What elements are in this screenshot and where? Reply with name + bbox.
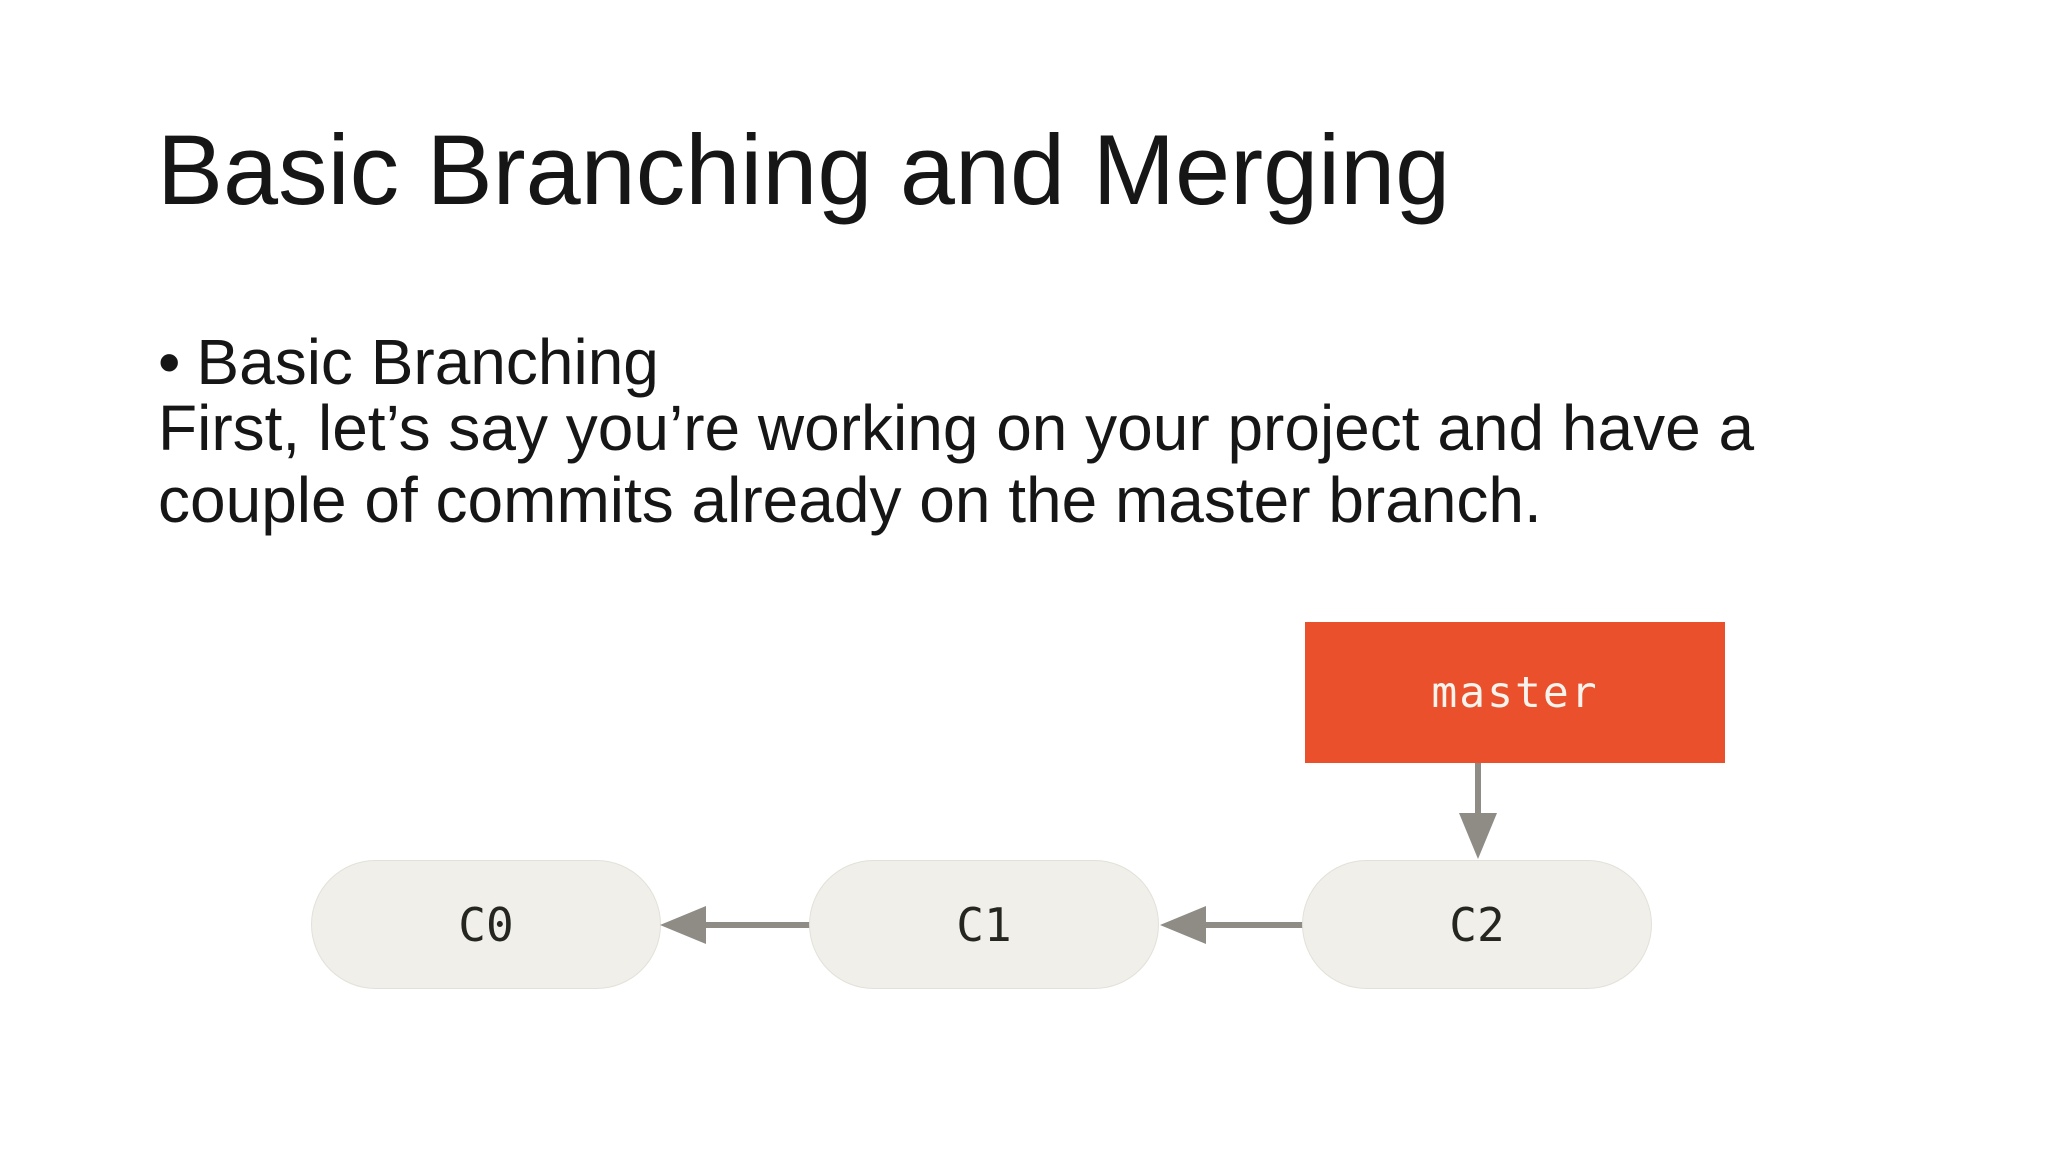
- arrow-c1-to-c0-line: [702, 922, 812, 928]
- body-paragraph: First, let’s say you’re working on your …: [158, 392, 1754, 536]
- arrow-master-to-c2-line: [1475, 763, 1481, 815]
- branch-label-box: master: [1305, 622, 1725, 763]
- bullet-label: Basic Branching: [196, 326, 659, 398]
- paragraph-line-2: couple of commits already on the master …: [158, 464, 1542, 536]
- branch-label: master: [1431, 667, 1599, 718]
- bullet-item: •Basic Branching: [158, 326, 659, 398]
- commit-label-c2: C2: [1449, 897, 1505, 952]
- arrow-down-icon: [1459, 813, 1497, 859]
- commit-label-c0: C0: [458, 897, 514, 952]
- commit-node-c1: C1: [810, 861, 1158, 988]
- commit-node-c0: C0: [312, 861, 660, 988]
- bullet-marker: •: [158, 326, 181, 398]
- paragraph-line-1: First, let’s say you’re working on your …: [158, 392, 1755, 464]
- slide-title: Basic Branching and Merging: [157, 114, 1451, 225]
- arrow-c2-to-c1-line: [1202, 922, 1303, 928]
- commit-label-c1: C1: [956, 897, 1012, 952]
- commit-node-c2: C2: [1303, 861, 1651, 988]
- arrow-left-icon: [660, 906, 706, 944]
- arrow-left-icon: [1160, 906, 1206, 944]
